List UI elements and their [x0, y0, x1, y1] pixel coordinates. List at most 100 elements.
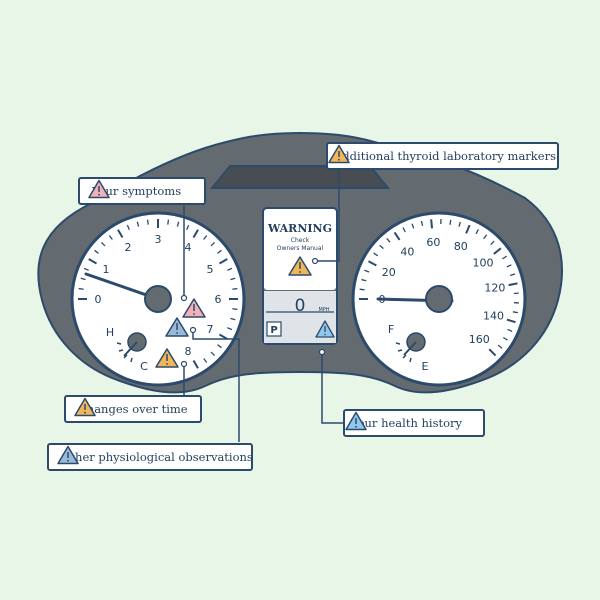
gauge-minor-tick: [210, 241, 216, 247]
callout-health-history: Your health history: [343, 409, 485, 437]
connector-dots: [180, 294, 326, 368]
speed-readout: 0: [295, 296, 306, 316]
gauge-minor-tick: [232, 308, 238, 311]
speed-unit: MPH: [318, 307, 329, 313]
gauge-number: 60: [426, 236, 440, 249]
gauge-minor-tick: [176, 221, 180, 227]
gauge-number: 20: [382, 266, 396, 279]
warning-triangle-icon: [315, 320, 335, 338]
warning-triangle-icon: [57, 445, 79, 465]
gauge-minor-tick: [490, 240, 495, 246]
gauge-major-tick: [117, 229, 124, 239]
callout-thyroid-markers: Additional thyroid laboratory markers: [326, 142, 559, 170]
gauge-major-tick: [192, 229, 199, 239]
gauge-number: 160: [469, 333, 490, 346]
gauge-major-tick: [88, 258, 98, 265]
gauge-number: 6: [215, 293, 222, 306]
gauge-minor-tick: [227, 267, 233, 271]
warning-triangle-icon: [182, 298, 206, 318]
gauge-minor-tick: [359, 288, 365, 291]
gauge-number: 40: [400, 245, 414, 258]
gauge-minor-tick: [506, 264, 512, 268]
callout-label: Your health history: [351, 416, 463, 430]
gauge-number: 7: [206, 323, 213, 336]
fuel-gauge-ticks: [395, 342, 412, 363]
gauge-number: 3: [155, 233, 162, 246]
warning-triangle-icon: [74, 397, 96, 417]
gauge-number: 1: [103, 263, 110, 276]
gauge-minor-tick: [146, 219, 149, 225]
gauge-minor-tick: [83, 267, 89, 271]
gauge-minor-tick: [217, 249, 222, 254]
callout-label: Other physiological observations: [61, 450, 253, 464]
temp-high-label: H: [106, 326, 114, 339]
gauge-minor-tick: [502, 337, 508, 341]
center-display: WARNING Check Owners Manual 0 MPH P: [262, 207, 338, 345]
gauge-major-tick: [508, 282, 518, 287]
gauge-minor-tick: [80, 277, 86, 281]
gauge-minor-tick: [230, 277, 236, 281]
speedometer-hub: [425, 285, 453, 313]
gauge-minor-tick: [507, 328, 513, 333]
connector-lines: [183, 169, 343, 442]
gauge-minor-tick: [167, 219, 170, 225]
warning-triangle-icon: [328, 144, 350, 164]
gauge-minor-tick: [379, 244, 384, 250]
gauge-minor-tick: [483, 234, 488, 240]
warning-triangle-icon: [345, 411, 367, 431]
gauge-minor-tick: [230, 317, 236, 321]
gauge-minor-tick: [402, 227, 406, 233]
warning-triangle-icon: [288, 256, 312, 276]
gauge-minor-tick: [458, 221, 461, 227]
gauge-minor-tick: [411, 223, 415, 229]
fuel-gauge-needle: [403, 341, 417, 356]
speedometer-ticks: [359, 219, 519, 357]
gauge-number: 4: [185, 241, 192, 254]
gauge-major-tick: [393, 231, 401, 241]
warning-triangle-icon: [155, 348, 179, 368]
gauge-major-tick: [367, 260, 377, 267]
gauge-minor-tick: [227, 327, 233, 331]
gauge-minor-tick: [232, 287, 238, 290]
gauge-minor-tick: [78, 287, 84, 290]
connector-dot: [311, 257, 319, 265]
gauge-minor-tick: [186, 224, 190, 230]
gauge-minor-tick: [203, 358, 208, 363]
callout-label: Changes over time: [78, 402, 188, 416]
gauge-minor-tick: [475, 229, 479, 235]
warning-line-2: Owners Manual: [277, 245, 324, 252]
gauge-minor-tick: [108, 235, 113, 240]
gauge-minor-tick: [510, 273, 516, 277]
tachometer-hub: [144, 285, 172, 313]
gauge-minor-tick: [126, 224, 130, 230]
callout-label: Additional thyroid laboratory markers: [334, 149, 556, 163]
gauge-number: 8: [185, 345, 192, 358]
gauge-minor-tick: [502, 255, 507, 260]
gauge-minor-tick: [136, 221, 140, 227]
gauge-major-tick: [493, 247, 502, 255]
gauge-major-tick: [430, 219, 434, 229]
gauge-minor-tick: [203, 235, 208, 240]
gauge-major-tick: [488, 348, 497, 357]
fuel-full-label: F: [388, 323, 394, 336]
park-label: P: [270, 325, 277, 336]
warning-triangle-icon: [88, 179, 110, 199]
gauge-major-tick: [465, 224, 471, 234]
callout-changes-over-time: Changes over time: [64, 395, 202, 423]
gauge-number: 80: [454, 240, 468, 253]
gauge-minor-tick: [210, 351, 216, 357]
temp-low-label: C: [140, 360, 148, 373]
gauge-minor-tick: [217, 344, 222, 349]
gauge-major-tick: [506, 318, 516, 324]
callout-label: Your symptoms: [92, 184, 182, 198]
gauge-major-tick: [192, 359, 199, 369]
speedometer: 020406080100120140160 F E: [351, 211, 527, 387]
gauge-minor-tick: [386, 237, 391, 243]
temp-gauge-needle: [123, 341, 138, 357]
gauge-number: 2: [125, 241, 132, 254]
warning-line-1: Check: [291, 237, 310, 244]
warning-title: WARNING: [267, 222, 332, 235]
